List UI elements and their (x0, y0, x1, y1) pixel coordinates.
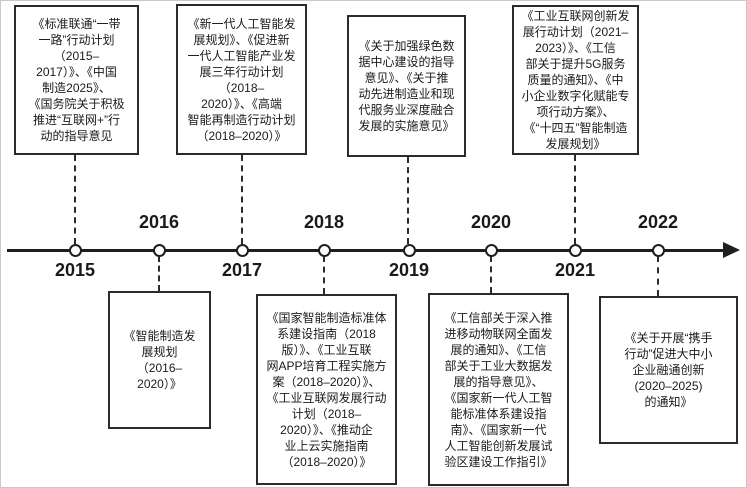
policy-box-text: 《工业互联网创新发 展行动计划（2021– 2023）》、《工信 部关于提升5G… (521, 9, 630, 151)
timeline-axis (7, 249, 727, 252)
timeline-node-2020 (484, 243, 498, 257)
policy-box-text: 《关于加强绿色数 据中心建设的指导 意见》、《关于推 动先进制造业和现 代服务业… (358, 39, 455, 133)
connector-2020 (490, 256, 492, 293)
policy-box-2018: 《国家智能制造标准体 系建设指南（2018 版）》、《工业互联 网APP培育工程… (256, 294, 397, 485)
connector-2017 (241, 155, 243, 244)
connector-2021 (574, 155, 576, 244)
policy-box-text: 《新一代人工智能发 展规划》、《促进新 一代人工智能产业发 展三年行动计划 （2… (187, 16, 296, 143)
year-label-2020: 2020 (470, 212, 512, 232)
year-label-2021: 2021 (554, 260, 596, 280)
arrowhead-icon (723, 242, 740, 258)
year-label-2015: 2015 (54, 260, 96, 280)
connector-2019 (407, 157, 409, 244)
year-label-2016: 2016 (138, 212, 180, 232)
timeline-node-2016 (152, 243, 166, 257)
connector-2016 (158, 256, 160, 291)
policy-box-2017: 《新一代人工智能发 展规划》、《促进新 一代人工智能产业发 展三年行动计划 （2… (176, 4, 307, 155)
policy-box-2020: 《工信部关于深入推 进移动物联网全面发 展的通知》、《工信 部关于工业大数据发 … (428, 293, 569, 486)
policy-box-2016: 《智能制造发 展规划 （2016– 2020）》 (108, 291, 211, 429)
policy-box-text: 《国家智能制造标准体 系建设指南（2018 版）》、《工业互联 网APP培育工程… (266, 310, 387, 469)
policy-box-text: 《标准联通“一带 一路”行动计划 （2015– 2017）》、《中国 制造202… (28, 17, 125, 143)
timeline-node-2021 (568, 243, 582, 257)
policy-box-text: 《关于开展“携手 行动”促进大中小 企业融通创新 (2020–2025) 的通知… (624, 331, 713, 409)
connector-2022 (657, 256, 659, 296)
policy-box-2022: 《关于开展“携手 行动”促进大中小 企业融通创新 (2020–2025) 的通知… (599, 296, 738, 444)
policy-box-2019: 《关于加强绿色数 据中心建设的指导 意见》、《关于推 动先进制造业和现 代服务业… (347, 15, 466, 157)
year-label-2018: 2018 (303, 212, 345, 232)
year-label-2019: 2019 (388, 260, 430, 280)
timeline-node-2017 (235, 243, 249, 257)
policy-box-text: 《智能制造发 展规划 （2016– 2020）》 (123, 329, 196, 391)
timeline-node-2019 (402, 243, 416, 257)
connector-2018 (323, 256, 325, 294)
timeline-node-2018 (317, 243, 331, 257)
year-label-2017: 2017 (221, 260, 263, 280)
policy-box-text: 《工信部关于深入推 进移动物联网全面发 展的通知》、《工信 部关于工业大数据发 … (444, 310, 553, 469)
timeline-node-2022 (651, 243, 665, 257)
policy-box-2015: 《标准联通“一带 一路”行动计划 （2015– 2017）》、《中国 制造202… (14, 5, 139, 155)
timeline-node-2015 (68, 243, 82, 257)
year-label-2022: 2022 (637, 212, 679, 232)
connector-2015 (74, 155, 76, 244)
policy-box-2021: 《工业互联网创新发 展行动计划（2021– 2023）》、《工信 部关于提升5G… (512, 5, 639, 155)
